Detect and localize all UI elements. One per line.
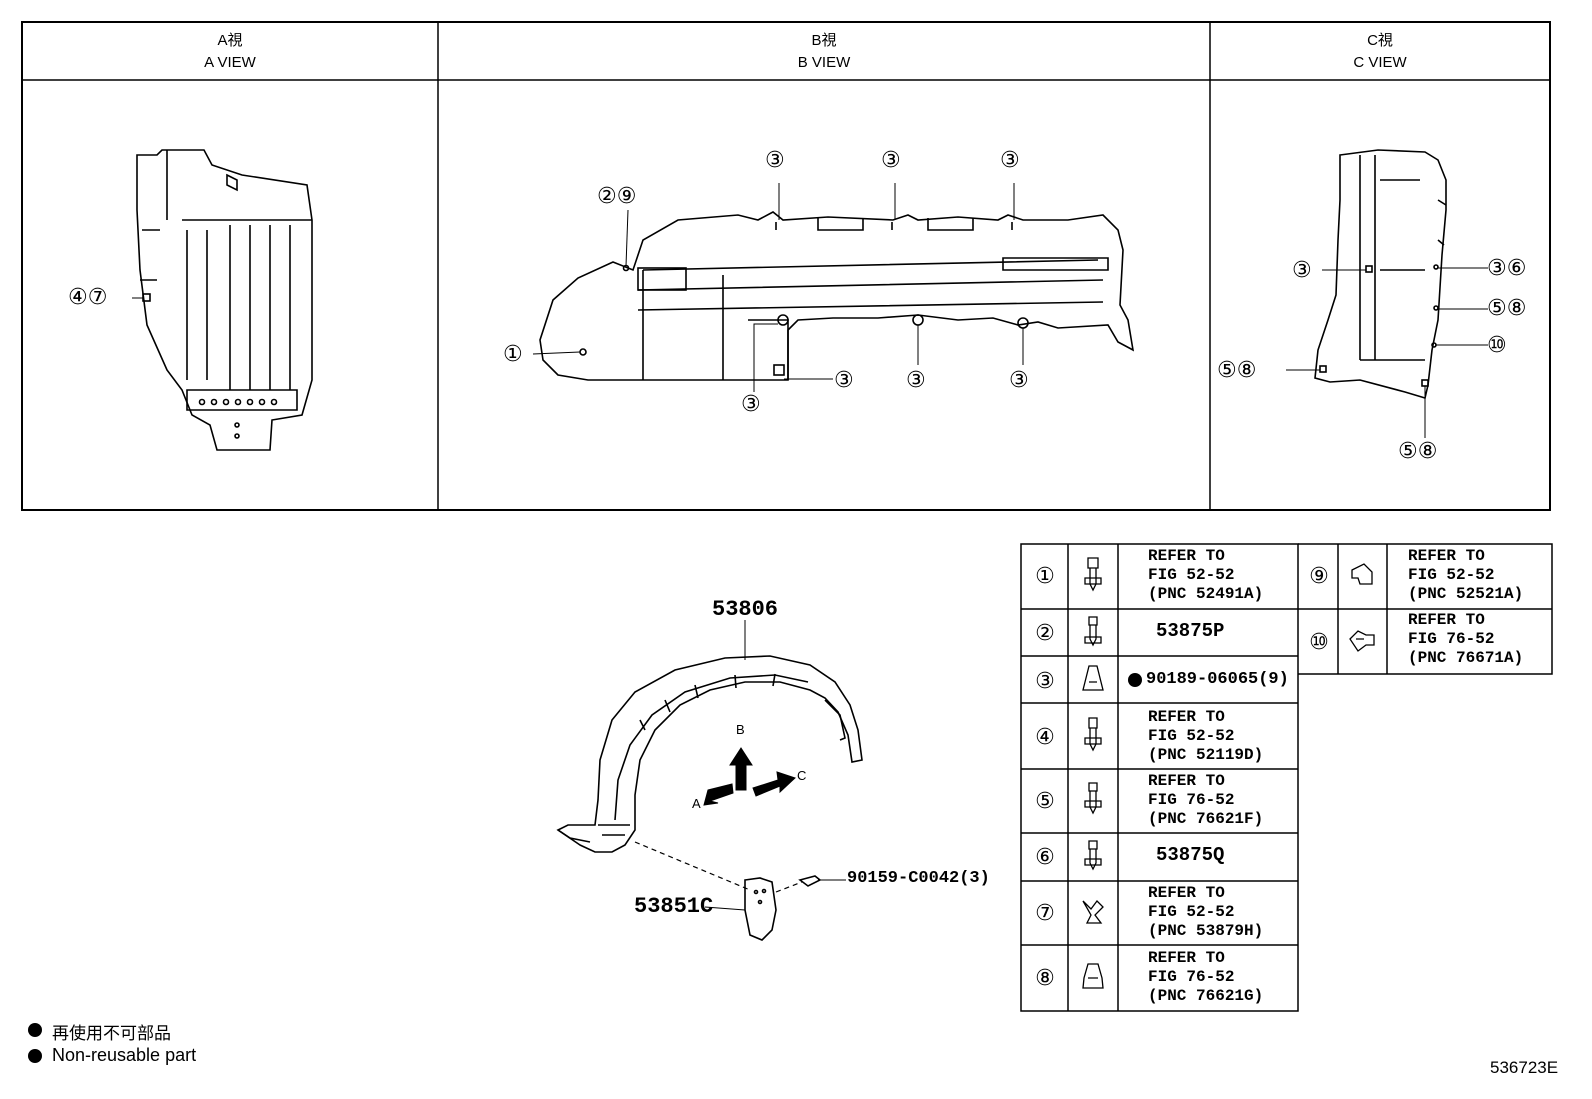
ref-row-1-num: ①: [1035, 564, 1055, 589]
ref-row-8-text: REFER TO FIG 76-52 (PNC 76621G): [1148, 949, 1264, 1005]
ref-row-3-num: ③: [1035, 669, 1055, 694]
b-view-callout-1: ①: [503, 342, 523, 367]
legend-text-jp: 再使用不可部品: [52, 1024, 171, 1044]
c-view-callout-5-8-right: ⑤⑧: [1487, 296, 1527, 321]
c-view-callout-3-6: ③⑥: [1487, 256, 1527, 281]
ref-row-2-text: 53875P: [1156, 620, 1225, 642]
b-view-callout-bottom-3: ③: [1009, 368, 1029, 393]
b-view-callout-top-2: ③: [881, 148, 901, 173]
legend-bullet-en: [28, 1049, 42, 1063]
ref-row-4-num: ④: [1035, 725, 1055, 750]
a-view-title-jp: A視: [217, 32, 243, 49]
arrow-label-b: B: [736, 722, 745, 737]
ref-row-10-num: ⑩: [1309, 630, 1329, 655]
c-view-callout-10: ⑩: [1487, 333, 1507, 358]
b-view-callout-top-1: ③: [765, 148, 785, 173]
b-view-title-jp: B視: [811, 32, 837, 49]
b-view-drawing: [532, 183, 1135, 392]
main-assembly-drawing: [556, 620, 863, 941]
ref-row-8-num: ⑧: [1035, 966, 1055, 991]
legend-bullet-jp: [28, 1023, 42, 1037]
b-view-callout-top-3: ③: [1000, 148, 1020, 173]
arrow-label-c: C: [797, 768, 807, 783]
ref-row-7-num: ⑦: [1035, 901, 1055, 926]
views-frame: [21, 21, 1551, 511]
b-view-callout-bottom-1: ③: [834, 368, 854, 393]
ref-row-5-text: REFER TO FIG 76-52 (PNC 76621F): [1148, 772, 1264, 828]
reference-table-grid: [1020, 543, 1553, 1012]
c-view-callout-5-8-bottom: ⑤⑧: [1398, 439, 1438, 464]
ref-row-4-text: REFER TO FIG 52-52 (PNC 52119D): [1148, 708, 1264, 764]
ref-row-7-text: REFER TO FIG 52-52 (PNC 53879H): [1148, 884, 1264, 940]
part-label-screw: 90159-C0042(3): [847, 869, 990, 888]
c-view-header: C視 C VIEW: [1210, 30, 1550, 74]
ref-row-6-text: 53875Q: [1156, 844, 1225, 866]
ref-row-9-text: REFER TO FIG 52-52 (PNC 52521A): [1408, 547, 1524, 603]
a-view-title-en: A VIEW: [204, 54, 256, 71]
b-view-callout-bottom-2: ③: [906, 368, 926, 393]
ref-row-1-text: REFER TO FIG 52-52 (PNC 52491A): [1148, 547, 1264, 603]
c-view-callout-3: ③: [1292, 258, 1312, 283]
b-view-header: B視 B VIEW: [438, 30, 1210, 74]
ref-row-2-num: ②: [1035, 621, 1055, 646]
non-reusable-bullet: [1128, 673, 1142, 687]
a-view-drawing: [132, 149, 313, 451]
arrow-label-a: A: [692, 796, 701, 811]
c-view-callout-5-8-left: ⑤⑧: [1217, 358, 1257, 383]
c-view-drawing: [1286, 149, 1488, 438]
b-view-callout-bottom-4: ③: [741, 392, 761, 417]
ref-row-9-num: ⑨: [1309, 564, 1329, 589]
a-view-callout-4-7: ④⑦: [68, 285, 108, 310]
b-view-callout-2-9: ②⑨: [597, 184, 637, 209]
ref-row-3-text: 90189-06065(9): [1146, 670, 1289, 689]
figure-id: 536723E: [1490, 1058, 1559, 1077]
ref-row-5-num: ⑤: [1035, 789, 1055, 814]
legend-text-en: Non-reusable part: [52, 1045, 197, 1065]
b-view-title-en: B VIEW: [797, 54, 851, 71]
c-view-title-en: C VIEW: [1353, 54, 1407, 71]
a-view-header: A視 A VIEW: [22, 30, 438, 74]
part-label-53806: 53806: [712, 597, 779, 622]
ref-row-6-num: ⑥: [1035, 845, 1055, 870]
part-label-53851c: 53851C: [634, 894, 714, 919]
c-view-title-jp: C視: [1367, 32, 1393, 49]
ref-row-10-text: REFER TO FIG 76-52 (PNC 76671A): [1408, 611, 1524, 667]
